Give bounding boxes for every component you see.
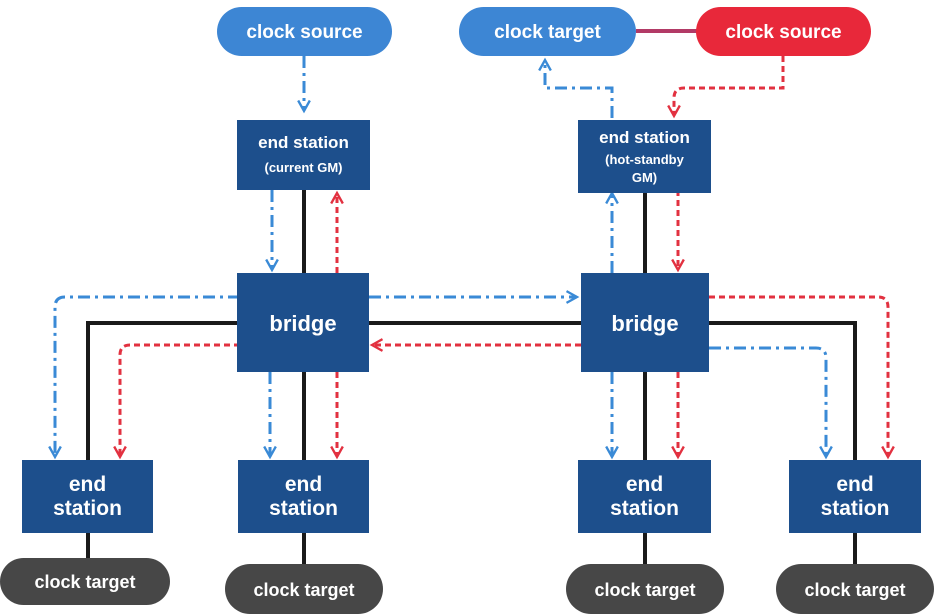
es2-line2: station	[269, 497, 338, 520]
blue-arrow-standby-to-target	[545, 60, 614, 118]
clock-target-1: clock target	[0, 558, 170, 605]
blue-arrow-bridge-to-es1	[55, 295, 240, 457]
end-station-current-gm: end station (current GM)	[237, 120, 370, 190]
gm-current-title: end station	[258, 133, 349, 152]
clock-target-2: clock target	[225, 564, 383, 614]
gm-standby-subtitle-2: GM)	[632, 170, 657, 185]
bridge-left-label: bridge	[269, 311, 336, 336]
es3-line2: station	[610, 497, 679, 520]
end-station-2: end station	[238, 460, 369, 533]
end-station-4: end station	[789, 460, 921, 533]
es1-line1: end	[69, 473, 106, 496]
bridge-right-label: bridge	[611, 311, 678, 336]
es3-line1: end	[626, 473, 663, 496]
clock-target-4: clock target	[776, 564, 934, 614]
clock-target-4-label: clock target	[804, 580, 905, 600]
blue-sync-paths	[55, 56, 826, 457]
bridge-left: bridge	[237, 273, 369, 372]
gm-current-subtitle: (current GM)	[265, 160, 343, 175]
red-arrow-bridge-to-es1	[120, 343, 240, 457]
clock-target-3: clock target	[566, 564, 724, 614]
es4-line1: end	[836, 473, 873, 496]
clock-source-right: clock source	[696, 7, 871, 56]
gm-standby-subtitle-1: (hot-standby	[605, 152, 684, 167]
red-sync-paths	[120, 56, 888, 457]
clock-target-1-label: clock target	[34, 572, 135, 592]
clock-target-top: clock target	[459, 7, 636, 56]
clock-target-top-label: clock target	[494, 22, 601, 43]
link-bridge-right-es4	[709, 321, 857, 460]
clock-source-right-label: clock source	[725, 22, 841, 43]
gm-standby-title: end station	[599, 128, 690, 147]
red-arrow-bridge-to-es4	[709, 295, 888, 457]
network-links	[86, 29, 857, 565]
blue-arrow-bridge-to-es4	[709, 346, 826, 457]
clock-target-3-label: clock target	[594, 580, 695, 600]
end-station-hot-standby-gm: end station (hot-standby GM)	[578, 120, 711, 193]
clock-source-left-label: clock source	[246, 22, 362, 43]
clock-source-left: clock source	[217, 7, 392, 56]
bridge-right: bridge	[581, 273, 709, 372]
es2-line1: end	[285, 473, 322, 496]
end-station-3: end station	[578, 460, 711, 533]
es1-line2: station	[53, 497, 122, 520]
clock-target-2-label: clock target	[253, 580, 354, 600]
es4-line2: station	[821, 497, 890, 520]
end-station-1: end station	[22, 460, 153, 533]
link-bridge-left-es1	[86, 321, 240, 460]
red-arrow-source-to-standby	[674, 56, 785, 116]
